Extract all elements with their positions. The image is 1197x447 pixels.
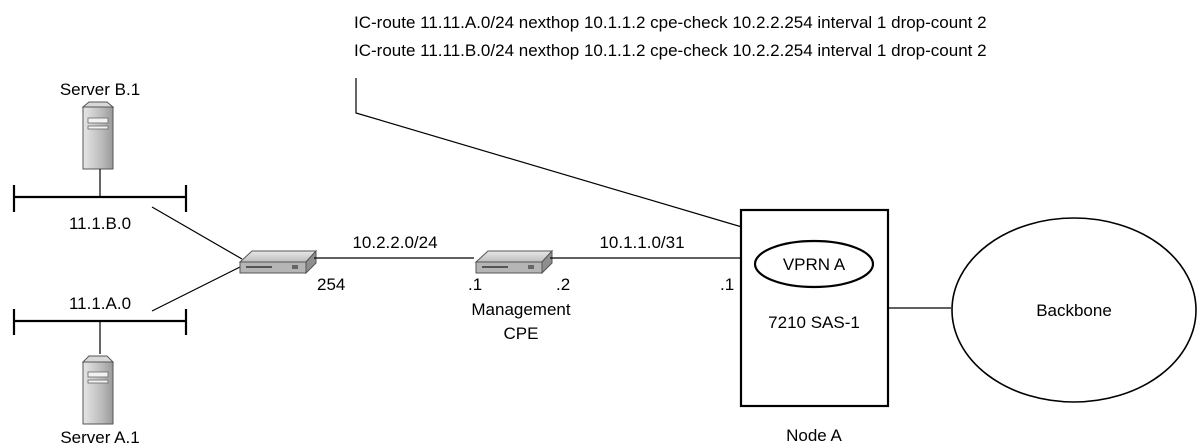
cpe-label-line-2: CPE xyxy=(504,324,539,343)
vprn-a-ellipse xyxy=(753,239,875,289)
lan-a-label: 11.1.A.0 xyxy=(69,294,131,313)
node-name-label: Node A xyxy=(786,426,842,445)
vprn-a-label: VPRN A xyxy=(783,255,846,274)
annotation-callout-line xyxy=(355,78,753,231)
server-icon xyxy=(81,101,115,170)
lan-b-segment xyxy=(12,185,188,212)
lan-a-to-router-link xyxy=(151,265,243,312)
server-b-label: Server B.1 xyxy=(60,80,140,99)
backbone-ellipse xyxy=(951,217,1197,403)
cpe-right-port-label: .2 xyxy=(556,275,570,294)
node-left-port-label: .1 xyxy=(720,275,734,294)
cpe-left-port-label: .1 xyxy=(468,275,482,294)
router-port-label: 254 xyxy=(317,275,345,294)
server-icon xyxy=(81,355,115,425)
cpe-label-line-1: Management xyxy=(471,300,571,319)
annotation-line-2: IC-route 11.11.B.0/24 nexthop 10.1.1.2 c… xyxy=(354,41,987,60)
cpe-to-node-subnet: 10.1.1.0/31 xyxy=(599,233,684,252)
switch-icon xyxy=(238,249,318,275)
lan-b-label: 11.1.B.0 xyxy=(69,214,131,233)
server-a-label: Server A.1 xyxy=(60,428,139,447)
router-to-cpe-subnet: 10.2.2.0/24 xyxy=(352,233,437,252)
lan-b-to-router-link xyxy=(151,206,243,260)
switch-icon xyxy=(474,249,554,275)
backbone-label: Backbone xyxy=(1036,301,1112,320)
node-device-label: 7210 SAS-1 xyxy=(768,313,860,332)
node-a-box xyxy=(739,208,890,408)
annotation-line-1: IC-route 11.11.A.0/24 nexthop 10.1.1.2 c… xyxy=(354,13,987,32)
